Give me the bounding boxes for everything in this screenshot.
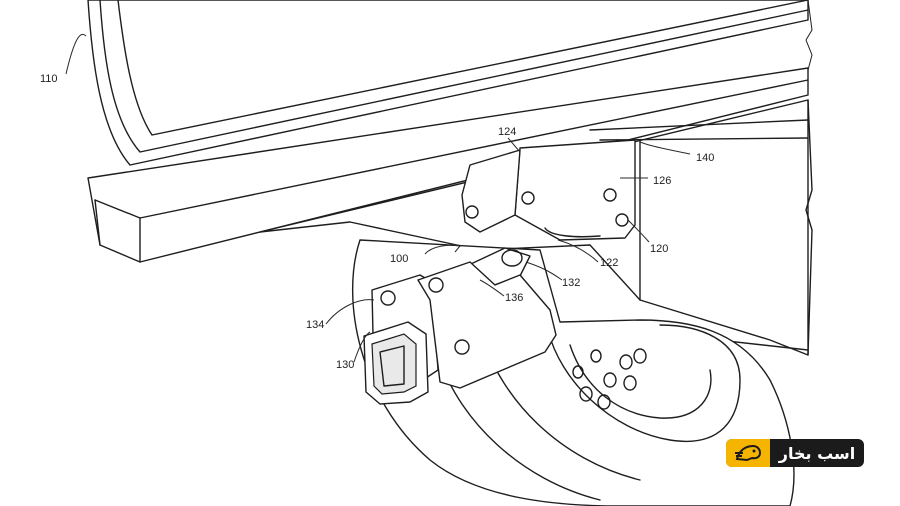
vehicle-body-panel xyxy=(87,0,813,166)
ref-100: 100 xyxy=(390,253,408,265)
ref-132: 132 xyxy=(562,277,580,289)
ref-122: 122 xyxy=(600,257,618,269)
ref-130: 130 xyxy=(336,359,354,371)
fixed-mount-bracket xyxy=(461,139,636,241)
ref-140: 140 xyxy=(696,152,714,164)
ref-126: 126 xyxy=(653,175,671,187)
watermark-badge: اسب بخار xyxy=(726,439,864,467)
ref-134: 134 xyxy=(306,319,324,331)
ref-120: 120 xyxy=(650,243,668,255)
ref-124: 124 xyxy=(498,126,516,138)
horse-head-icon xyxy=(726,439,770,467)
ref-136: 136 xyxy=(505,292,523,304)
hitch-swing-bracket xyxy=(363,261,557,405)
horse-head-icon-svg xyxy=(735,444,762,462)
ref-110: 110 xyxy=(40,73,58,85)
wheel-lug-holes xyxy=(572,348,647,410)
leader-lines xyxy=(65,34,691,363)
underbody-structure xyxy=(259,99,813,356)
receiver-tube xyxy=(363,321,429,405)
reference-numerals: 110 124 140 126 100 120 122 132 136 134 … xyxy=(40,73,714,371)
watermark-brand-text: اسب بخار xyxy=(778,443,856,463)
